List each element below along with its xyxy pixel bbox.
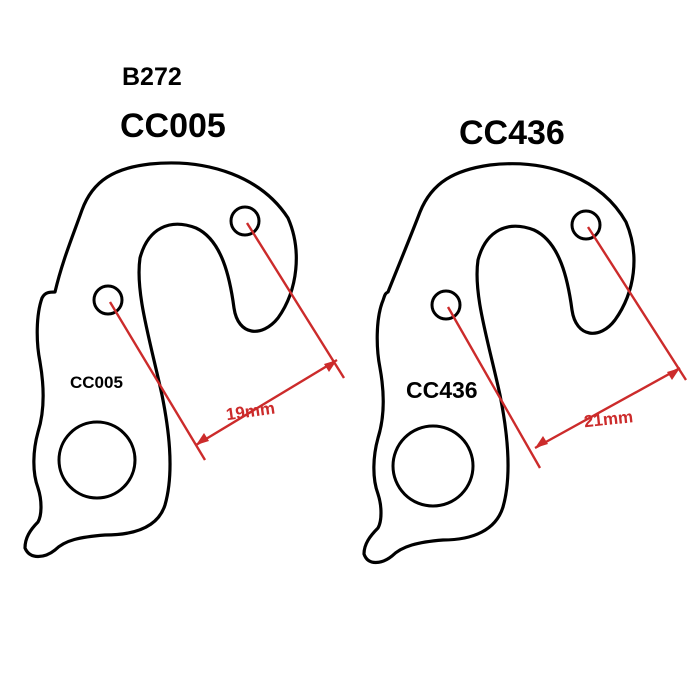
cc436-extension-line-right: [586, 226, 688, 381]
cc005-dimension-label: 19mm: [225, 399, 276, 425]
cc005-body-label: CC005: [70, 373, 123, 392]
cc005-dimension-line: [195, 358, 338, 447]
hanger-cc005: B272 CC005 CC005 19mm: [23, 63, 346, 559]
hanger-cc005-upper-hole: [229, 205, 261, 237]
cc005-top-code: B272: [122, 63, 182, 91]
hanger-cc436-lower-hole: [430, 289, 462, 321]
hanger-cc005-lower-hole: [92, 284, 124, 316]
cc436-body-label: CC436: [406, 377, 478, 403]
hanger-cc436-upper-hole: [570, 209, 602, 241]
cc436-dimension-label: 21mm: [583, 407, 634, 431]
cc005-arrowhead-right: [324, 360, 337, 372]
hanger-cc005-axle-hole: [57, 420, 137, 500]
cc005-arrowhead-left: [196, 433, 209, 445]
cc005-extension-line-left: [108, 301, 207, 461]
cc436-extension-line-left: [446, 306, 542, 469]
cc436-arrowhead-right: [667, 368, 680, 380]
hanger-cc436: CC436 CC436 21mm: [362, 114, 688, 565]
hanger-cc436-axle-hole: [391, 424, 475, 508]
cc436-title: CC436: [459, 114, 565, 152]
cc436-arrowhead-left: [535, 436, 548, 448]
cc005-title: CC005: [120, 107, 226, 145]
cc005-extension-line-right: [245, 222, 346, 379]
cc436-dimension-line: [534, 366, 681, 450]
